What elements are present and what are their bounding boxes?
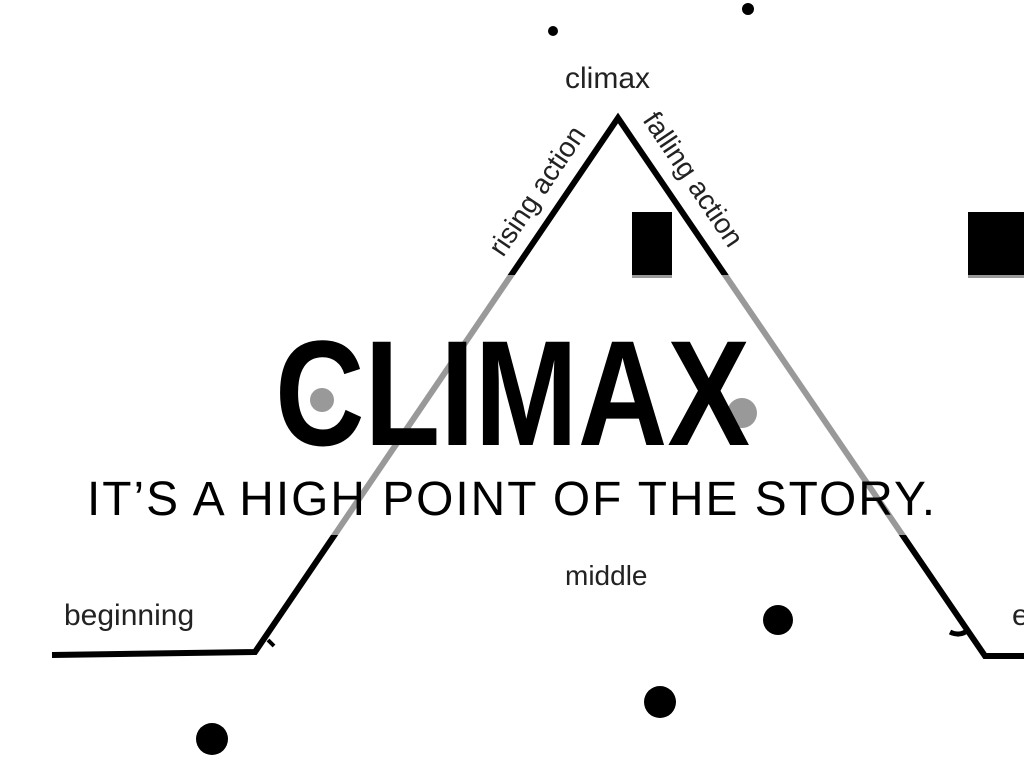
dot	[644, 686, 676, 718]
label-beginning: beginning	[64, 599, 194, 632]
dot	[196, 723, 228, 755]
tick-mark	[266, 638, 276, 648]
slide-subtitle: IT’S A HIGH POINT OF THE STORY.	[87, 473, 937, 526]
block	[968, 212, 1024, 278]
slide-title: CLIMAX	[275, 309, 750, 477]
plot-line	[51, 112, 1024, 659]
text-band-overlay	[0, 275, 1024, 535]
label-climax: climax	[565, 62, 650, 95]
dot	[763, 605, 793, 635]
label-end: end	[1012, 599, 1024, 632]
label-middle: middle	[565, 560, 647, 591]
block	[632, 212, 672, 278]
tick-mark	[948, 628, 970, 637]
dot	[548, 26, 558, 36]
dot	[742, 3, 754, 15]
